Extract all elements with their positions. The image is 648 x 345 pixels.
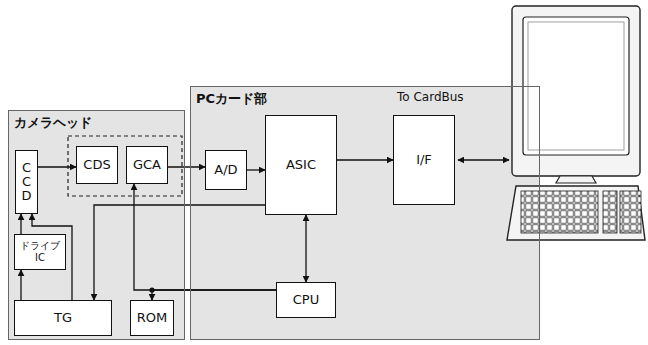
box-label: CCD xyxy=(20,161,33,204)
box-label: ドライブ IC xyxy=(19,240,61,264)
signal-connector xyxy=(168,166,205,167)
dashed-group-outline xyxy=(68,136,182,196)
junction-dot xyxy=(149,287,154,292)
cpu-box: CPU xyxy=(276,282,336,318)
computer-illustration xyxy=(507,6,645,240)
ccd-sensor-box: CCD xyxy=(15,150,38,214)
monitor-stand xyxy=(556,176,596,183)
tg-box: TG xyxy=(14,300,112,336)
signal-connector xyxy=(94,205,265,300)
box-label: GCA xyxy=(133,158,161,173)
rom-box: ROM xyxy=(130,300,174,336)
region-title: カメラヘッド xyxy=(14,114,92,132)
gca-box: GCA xyxy=(126,146,168,184)
keyboard-arrow-keys xyxy=(603,191,617,233)
box-label: TG xyxy=(54,311,72,326)
cds-box: CDS xyxy=(76,146,118,184)
signal-connector xyxy=(134,184,276,290)
interface-box: I/F xyxy=(393,115,455,205)
region-grounds xyxy=(8,86,540,340)
box-label: ASIC xyxy=(286,158,316,173)
signal-connector xyxy=(337,159,393,160)
signal-connector xyxy=(38,166,76,167)
signal-connector xyxy=(152,290,276,300)
keyboard-body xyxy=(507,186,645,240)
box-label: ROM xyxy=(137,311,167,326)
signal-connector xyxy=(247,169,265,170)
keyboard-numpad xyxy=(620,191,641,233)
box-label: A/D xyxy=(214,163,237,178)
region-ground xyxy=(8,110,185,340)
asic-box: ASIC xyxy=(265,115,337,215)
signal-connector xyxy=(20,270,21,300)
screen-bevel xyxy=(528,22,624,150)
signal-connector xyxy=(305,215,306,282)
keyboard-keys xyxy=(521,191,598,233)
cardbus-link xyxy=(458,159,509,160)
pc-card-region: PCカード部 A/D ASIC I/F CPU xyxy=(190,86,540,340)
camera-head-region: カメラヘッド CCD CDS GCA ドライブ IC TG ROM xyxy=(8,110,185,340)
region-ground xyxy=(190,86,540,340)
signal-connector xyxy=(20,214,21,234)
drive-ic-box: ドライブ IC xyxy=(14,234,66,270)
bus-label: To CardBus xyxy=(397,90,464,104)
region-title: PCカード部 xyxy=(196,90,267,108)
box-label: CDS xyxy=(83,158,110,173)
box-label: CPU xyxy=(293,293,319,308)
box-label: I/F xyxy=(416,153,432,168)
ad-converter-box: A/D xyxy=(205,150,247,190)
monitor-body xyxy=(512,6,640,176)
